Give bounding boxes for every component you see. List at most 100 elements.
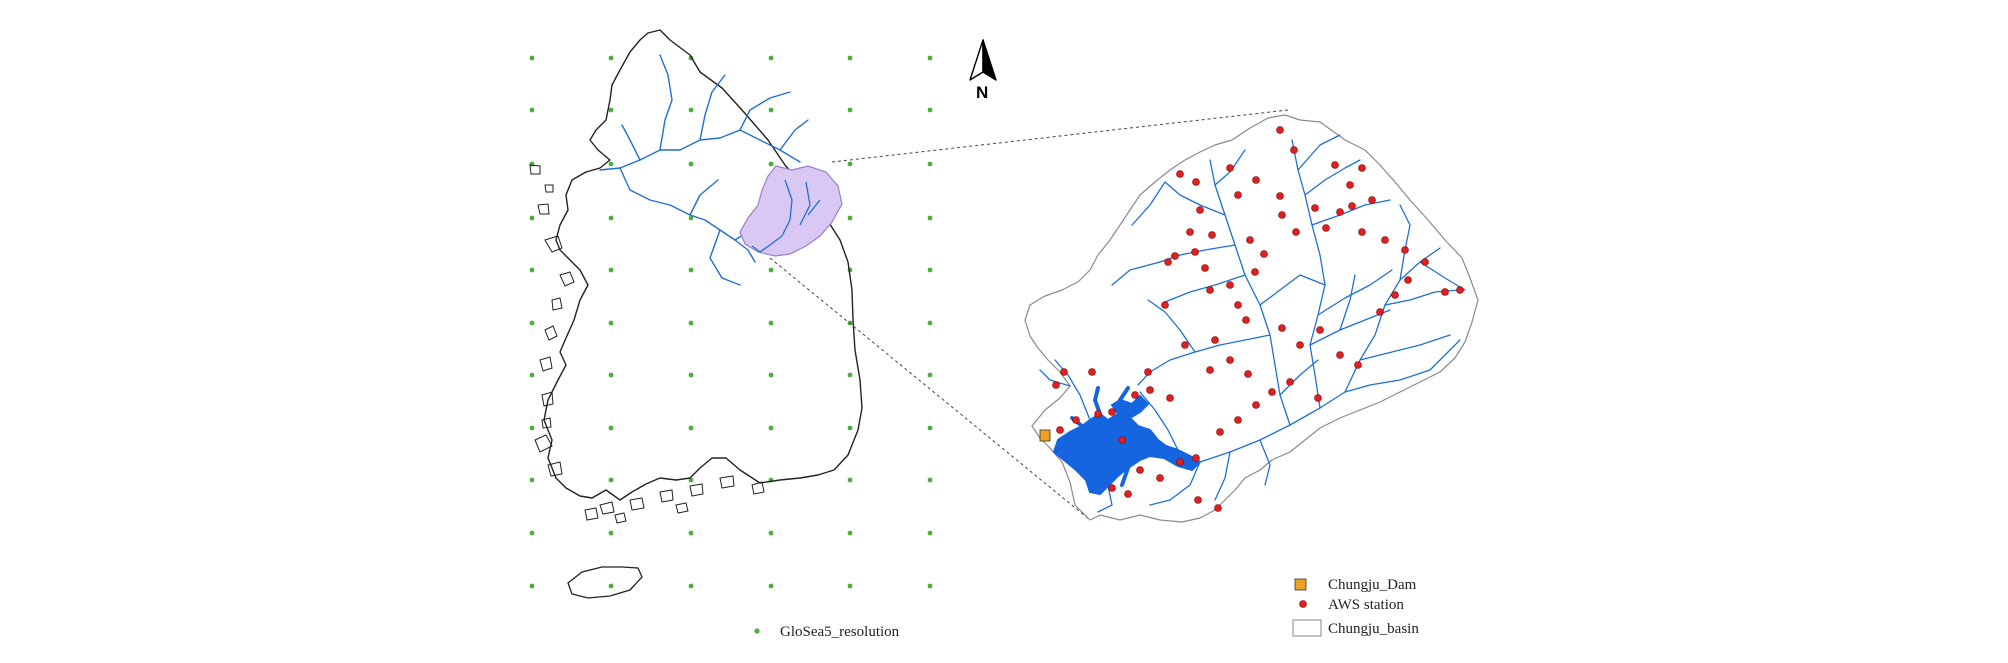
grid-point — [847, 372, 853, 378]
zoom-line-bottom — [769, 257, 1091, 521]
legend-glosea5-label: GloSea5_resolution — [780, 624, 900, 640]
red-dot-icon — [1299, 600, 1307, 608]
aws-station-marker — [1242, 316, 1250, 324]
aws-station-marker — [1246, 236, 1254, 244]
grid-point — [768, 267, 774, 273]
grid-point — [847, 161, 853, 167]
aws-station-marker — [1052, 381, 1060, 389]
grid-point — [529, 267, 535, 273]
aws-station-marker — [1108, 484, 1116, 492]
grid-point — [529, 107, 535, 113]
grid-point — [768, 372, 774, 378]
grid-point-icon — [754, 628, 760, 634]
grid-point — [847, 425, 853, 431]
grid-point — [847, 107, 853, 113]
aws-station-marker — [1056, 426, 1064, 434]
aws-station-marker — [1358, 164, 1366, 172]
grid-point — [847, 583, 853, 589]
grid-point — [688, 583, 694, 589]
grid-point — [847, 530, 853, 536]
dam-square-icon — [1294, 578, 1307, 591]
grid-point — [688, 267, 694, 273]
aws-station-marker — [1358, 228, 1366, 236]
aws-station-marker — [1060, 368, 1068, 376]
aws-station-marker — [1124, 490, 1132, 498]
grid-point — [529, 583, 535, 589]
aws-station-marker — [1368, 196, 1376, 204]
grid-point — [847, 55, 853, 61]
grid-point — [608, 530, 614, 536]
aws-station-marker — [1346, 181, 1354, 189]
aws-station-marker — [1286, 378, 1294, 386]
chungju-reservoir — [1052, 394, 1202, 496]
grid-point — [927, 530, 933, 536]
grid-point — [927, 372, 933, 378]
aws-station-marker — [1244, 370, 1252, 378]
aws-station-marker — [1278, 324, 1286, 332]
aws-station-marker — [1164, 258, 1172, 266]
aws-station-marker — [1176, 458, 1184, 466]
aws-station-marker — [1278, 211, 1286, 219]
north-label: N — [976, 83, 988, 102]
grid-point — [529, 215, 535, 221]
grid-point — [768, 530, 774, 536]
aws-station-marker — [1331, 161, 1339, 169]
aws-station-marker — [1276, 126, 1284, 134]
grid-point — [688, 320, 694, 326]
aws-station-marker — [1181, 341, 1189, 349]
aws-station-marker — [1252, 401, 1260, 409]
aws-station-marker — [1166, 394, 1174, 402]
grid-point — [529, 530, 535, 536]
aws-station-marker — [1118, 436, 1126, 444]
korea-mainland-outline — [543, 29, 863, 501]
aws-stations — [1052, 126, 1464, 512]
aws-station-marker — [1226, 281, 1234, 289]
aws-station-marker — [1268, 388, 1276, 396]
grid-point — [608, 477, 614, 483]
grid-point — [529, 55, 535, 61]
west-coast-islands — [529, 164, 575, 477]
grid-point — [768, 107, 774, 113]
grid-point — [847, 215, 853, 221]
grid-point — [688, 477, 694, 483]
grid-point — [608, 372, 614, 378]
aws-station-marker — [1088, 368, 1096, 376]
aws-station-marker — [1381, 236, 1389, 244]
aws-station-marker — [1206, 366, 1214, 374]
aws-station-marker — [1336, 208, 1344, 216]
grid-point — [927, 267, 933, 273]
grid-point — [529, 425, 535, 431]
aws-station-marker — [1260, 250, 1268, 258]
aws-station-marker — [1196, 206, 1204, 214]
aws-station-marker — [1192, 178, 1200, 186]
aws-station-marker — [1161, 301, 1169, 309]
aws-station-marker — [1191, 248, 1199, 256]
north-arrow-icon: N — [969, 39, 997, 102]
aws-station-marker — [1234, 301, 1242, 309]
grid-point — [927, 583, 933, 589]
grid-point — [608, 267, 614, 273]
aws-station-marker — [1348, 202, 1356, 210]
jeju-island-outline — [567, 566, 643, 599]
legend-station-label: AWS station — [1328, 597, 1404, 613]
grid-point — [927, 161, 933, 167]
grid-point — [688, 107, 694, 113]
aws-station-marker — [1094, 410, 1102, 418]
aws-station-marker — [1214, 504, 1222, 512]
aws-station-marker — [1108, 408, 1116, 416]
grid-point — [608, 215, 614, 221]
aws-station-marker — [1156, 474, 1164, 482]
legend-basin-label: Chungju_basin — [1328, 621, 1419, 637]
grid-point — [529, 372, 535, 378]
aws-station-marker — [1206, 286, 1214, 294]
aws-station-marker — [1171, 252, 1179, 260]
aws-station-marker — [1194, 496, 1202, 504]
chungju-basin-detail-outline — [1024, 114, 1479, 523]
aws-station-marker — [1314, 394, 1322, 402]
grid-point — [608, 320, 614, 326]
aws-station-marker — [1354, 361, 1362, 369]
grid-point — [927, 320, 933, 326]
aws-station-marker — [1376, 308, 1384, 316]
legend-dam-label: Chungju_Dam — [1328, 577, 1417, 593]
